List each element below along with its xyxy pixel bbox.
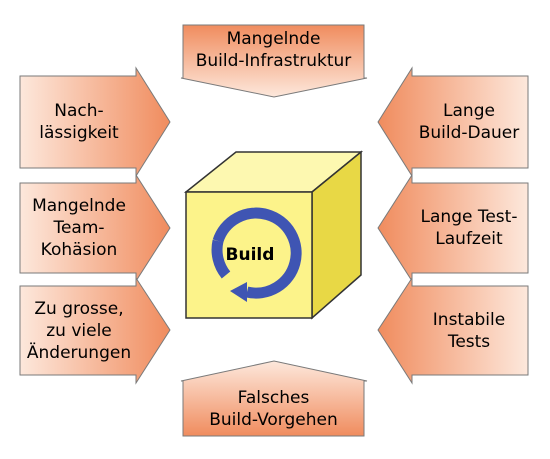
arrow-right-3	[377, 276, 529, 385]
arrow-top	[180, 24, 368, 98]
arrow-right-1	[377, 66, 529, 178]
arrow-bottom	[180, 360, 368, 437]
arrow-left-3	[19, 276, 171, 385]
arrow-left-2	[19, 173, 171, 283]
cycle-arrow-icon	[211, 207, 302, 302]
arrow-right-2	[377, 173, 529, 283]
arrow-left-1	[19, 66, 171, 178]
